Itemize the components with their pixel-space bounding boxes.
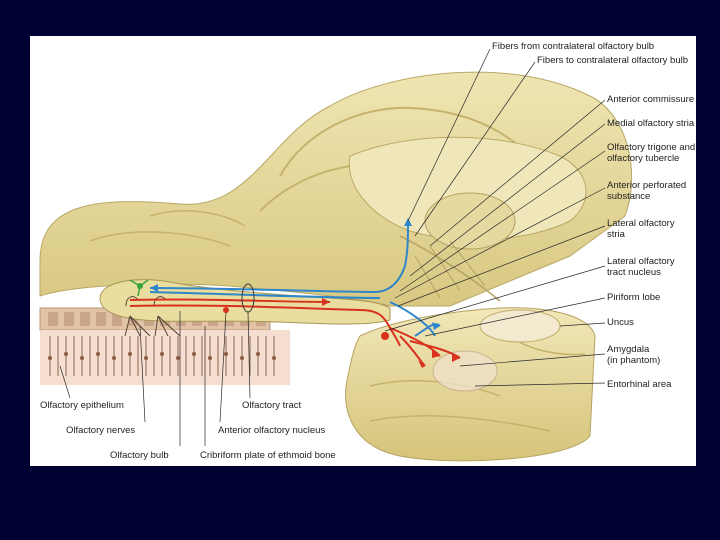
label-uncus: Uncus <box>607 317 634 328</box>
illustration-panel: Fibers from contralateral olfactory bulb… <box>30 36 696 466</box>
label-piriform: Piriform lobe <box>607 292 660 303</box>
label-cribriform: Cribriform plate of ethmoid bone <box>200 450 336 461</box>
label-anterior-nucleus: Anterior olfactory nucleus <box>218 425 325 436</box>
olfactory-epithelium-area <box>40 330 290 385</box>
olfactory-pathway-illustration <box>30 36 696 466</box>
label-epithelium: Olfactory epithelium <box>40 400 124 411</box>
label-medial-stria: Medial olfactory stria <box>607 118 694 129</box>
label-tract: Olfactory tract <box>242 400 301 411</box>
label-bulb: Olfactory bulb <box>110 450 169 461</box>
label-anterior-commissure: Anterior commissure <box>607 94 694 105</box>
label-entorhinal: Entorhinal area <box>607 379 671 390</box>
label-fibers-to: Fibers to contralateral olfactory bulb <box>537 55 688 66</box>
label-amygdala: Amygdala(in phantom) <box>607 344 660 366</box>
label-nerves: Olfactory nerves <box>66 425 135 436</box>
label-fibers-from: Fibers from contralateral olfactory bulb <box>492 41 654 52</box>
